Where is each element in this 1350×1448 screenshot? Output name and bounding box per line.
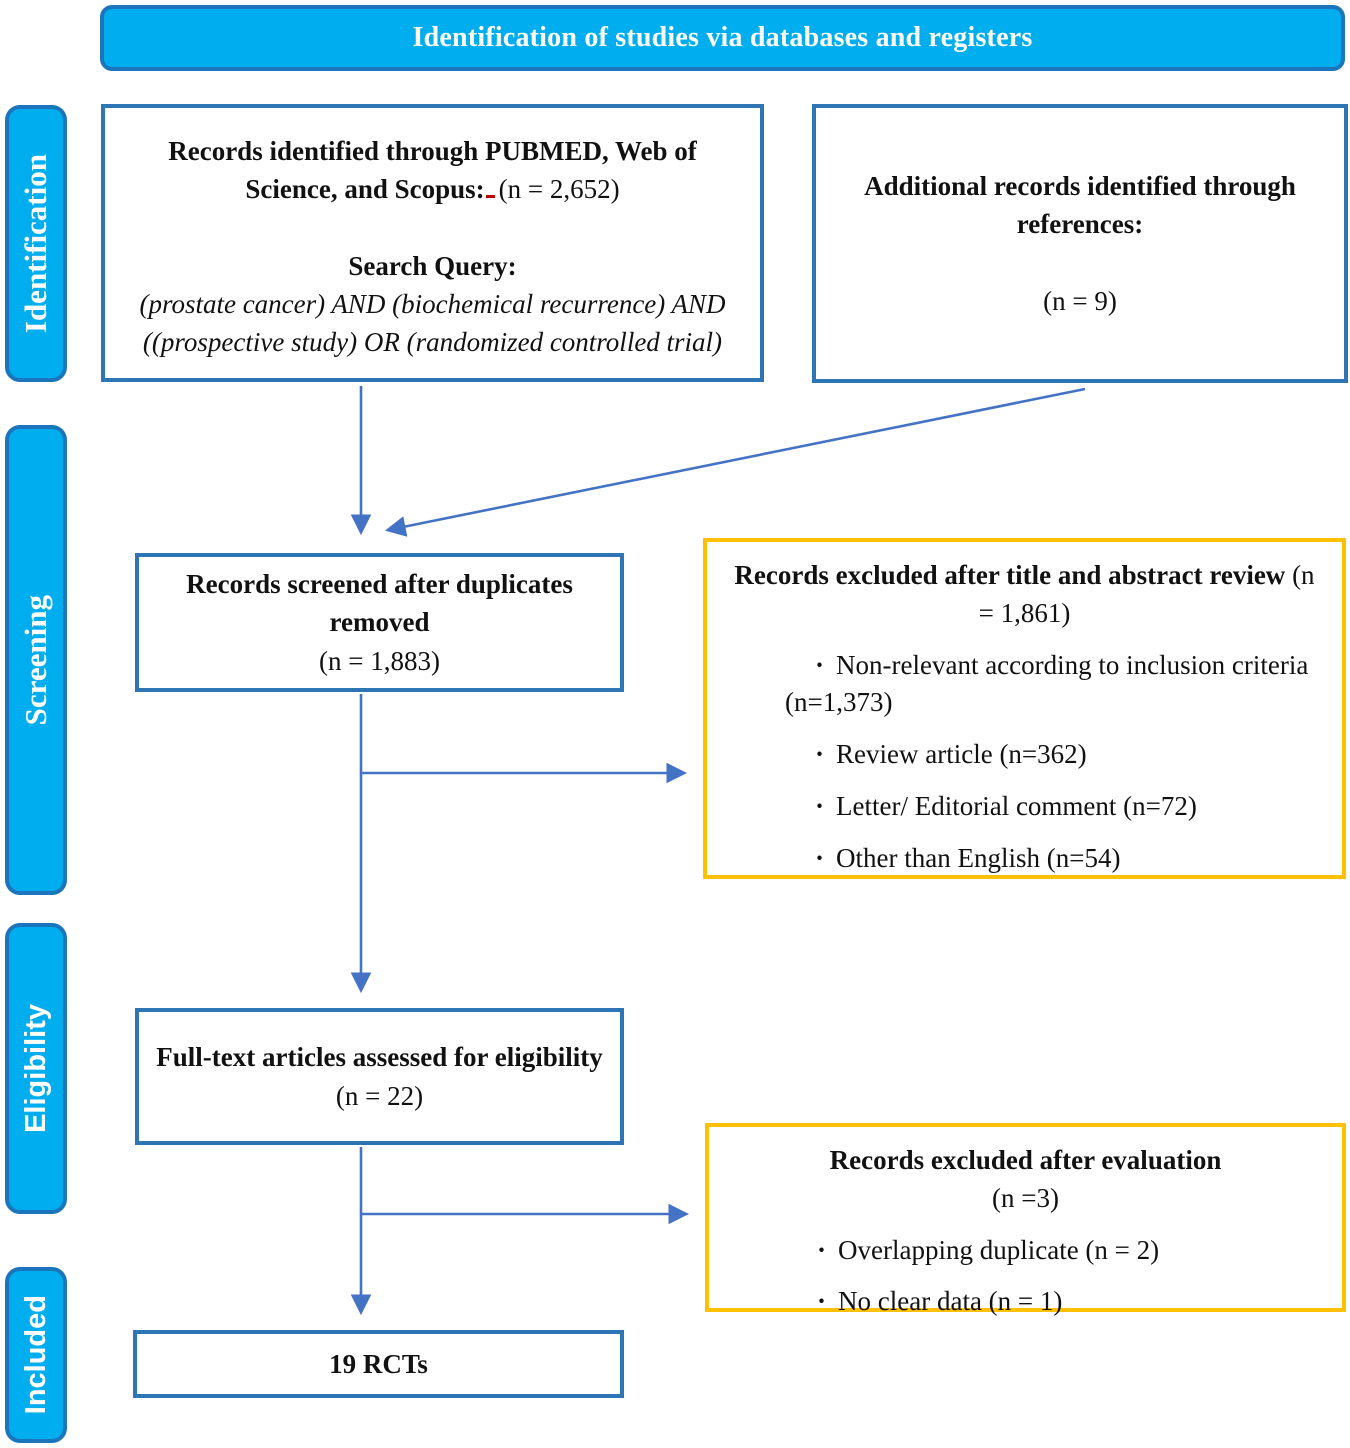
stage-included: Included xyxy=(5,1267,67,1443)
excluded-title-abstract-heading: Records excluded after title and abstrac… xyxy=(734,560,1315,629)
records-screened-count: (n = 1,883) xyxy=(319,645,440,676)
search-query-text: (prostate cancer) AND (biochemical recur… xyxy=(139,288,726,358)
list-item: ·Non-relevant according to inclusion cri… xyxy=(785,649,1309,718)
excluded-evaluation-list: ·Overlapping duplicate (n = 2) ·No clear… xyxy=(729,1232,1322,1322)
list-item: ·No clear data (n = 1) xyxy=(817,1286,1063,1317)
tracked-change-mark xyxy=(485,195,495,199)
search-query-label: Search Query: xyxy=(348,250,517,281)
box-additional-records: Additional records identified through re… xyxy=(812,104,1348,383)
banner: Identification of studies via databases … xyxy=(100,5,1345,71)
list-item: ·Other than English (n=54) xyxy=(815,842,1121,873)
box-included-rcts: 19 RCTs xyxy=(133,1330,624,1398)
bullet-icon: · xyxy=(815,791,825,822)
excluded-evaluation-title: Records excluded after evaluation xyxy=(829,1145,1222,1175)
list-item: ·Overlapping duplicate (n = 2) xyxy=(817,1234,1160,1265)
banner-title: Identification of studies via databases … xyxy=(412,22,1033,53)
stage-eligibility-label: Eligibility xyxy=(19,1004,52,1133)
stage-screening-label: Screening xyxy=(18,594,53,726)
stage-included-label: Included xyxy=(19,1295,52,1415)
bullet-icon: · xyxy=(817,1286,827,1317)
stage-screening: Screening xyxy=(5,425,67,895)
arrow-additional-to-screened xyxy=(384,387,1086,537)
stage-identification-label: Identification xyxy=(18,153,53,334)
fulltext-assessed-count: (n = 22) xyxy=(335,1080,424,1111)
bullet-icon: · xyxy=(817,1234,827,1265)
included-rcts-title: 19 RCTs xyxy=(329,1348,428,1379)
excluded-evaluation-count: (n =3) xyxy=(992,1183,1059,1214)
list-item: ·Letter/ Editorial comment (n=72) xyxy=(815,791,1197,822)
box-records-screened: Records screened after duplicates remove… xyxy=(135,553,624,692)
list-item: ·Review article (n=362) xyxy=(815,739,1087,770)
records-identified-title: Records identified through PUBMED, Web o… xyxy=(168,136,697,205)
stage-eligibility: Eligibility xyxy=(5,923,67,1214)
bullet-icon: · xyxy=(815,842,825,873)
bullet-icon: · xyxy=(815,649,825,680)
bullet-icon: · xyxy=(815,739,825,770)
box-excluded-title-abstract: Records excluded after title and abstrac… xyxy=(703,538,1346,879)
additional-records-count: (n = 9) xyxy=(1043,285,1117,316)
records-screened-title: Records screened after duplicates remove… xyxy=(186,569,573,638)
fulltext-assessed-title: Full-text articles assessed for eligibil… xyxy=(156,1042,603,1073)
box-records-identified: Records identified through PUBMED, Web o… xyxy=(101,104,764,382)
stage-identification: Identification xyxy=(5,105,67,382)
additional-records-title: Additional records identified through re… xyxy=(864,171,1296,240)
box-fulltext-assessed: Full-text articles assessed for eligibil… xyxy=(135,1008,624,1145)
box-excluded-evaluation: Records excluded after evaluation (n =3)… xyxy=(705,1123,1346,1316)
excluded-title-abstract-list: ·Non-relevant according to inclusion cri… xyxy=(727,647,1322,878)
